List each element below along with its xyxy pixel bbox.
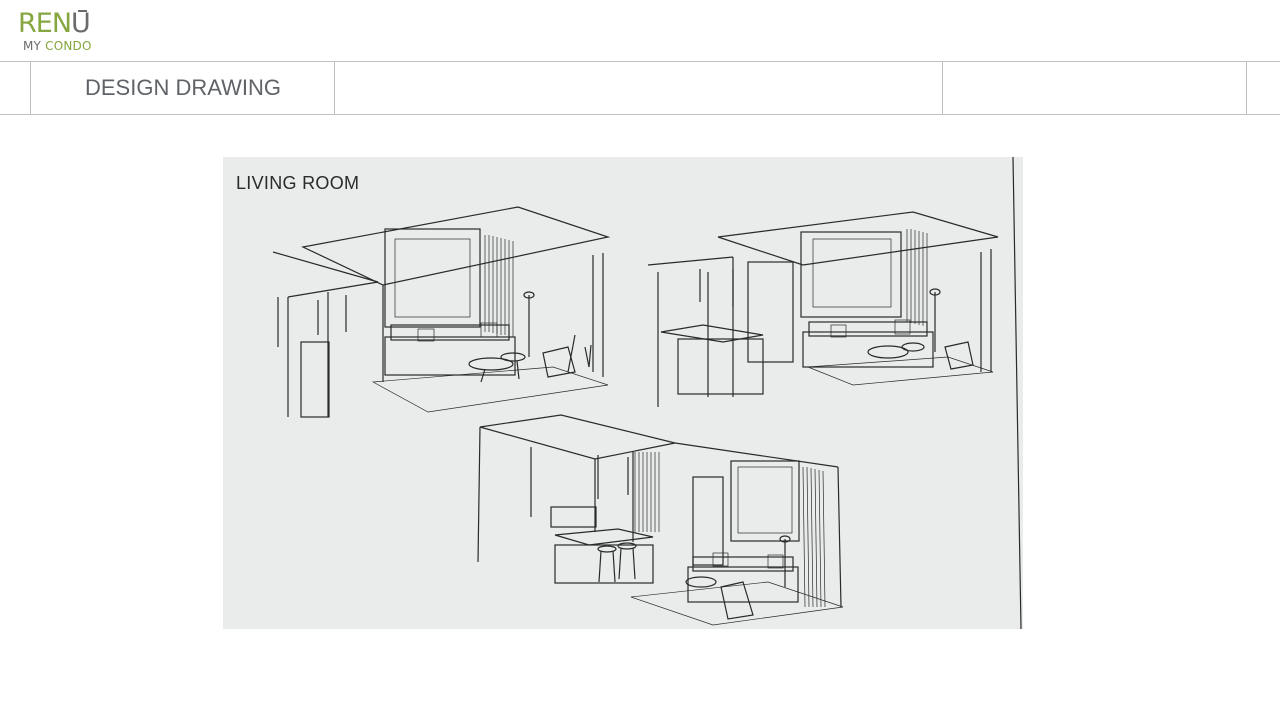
drawing-label: LIVING ROOM — [236, 173, 360, 193]
section-header-bar — [0, 61, 1280, 115]
design-drawing-image — [223, 156, 1023, 630]
sketch-view-1 — [272, 206, 611, 418]
logo-brand-re: REN — [18, 8, 72, 39]
logo-tag-condo: CONDO — [45, 39, 92, 53]
logo-tagline: MY CONDO — [23, 39, 92, 53]
header-divider — [942, 61, 943, 115]
page-title: DESIGN DRAWING — [85, 75, 281, 100]
living-room-sketch — [272, 156, 1022, 630]
renu-my-condo-logo: RENU MY CONDO — [18, 8, 108, 56]
header-divider — [1246, 61, 1247, 115]
bar-stools — [597, 542, 637, 583]
slat-panel-3 — [802, 466, 826, 608]
sketch-view-3 — [477, 414, 844, 626]
logo-tag-my: MY — [23, 39, 42, 53]
logo-wordmark: RENU — [18, 8, 91, 40]
slat-panel-2 — [906, 229, 928, 327]
slat-panel-1 — [484, 235, 514, 337]
logo-brand-u: U — [71, 8, 91, 39]
kitchen-slat-panel — [634, 452, 660, 532]
header-divider — [334, 61, 335, 115]
sketch-view-2 — [647, 211, 999, 407]
header-divider — [30, 61, 31, 115]
